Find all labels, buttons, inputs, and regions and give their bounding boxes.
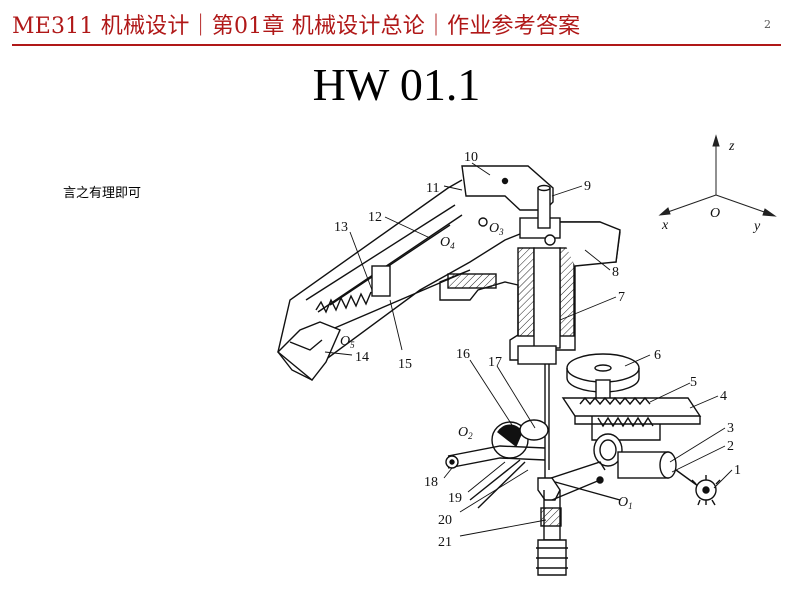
part-label-4: 4 (720, 389, 727, 404)
axis-origin-label: O (710, 206, 720, 221)
page-number: 2 (764, 18, 771, 31)
pivot-labels: O3 O4 O5 O2 O1 (340, 221, 633, 511)
part-label-2: 2 (727, 439, 734, 454)
machine-drawing (276, 165, 721, 576)
part-label-15: 15 (398, 357, 412, 372)
part-label-12: 12 (368, 210, 382, 225)
part-label-8: 8 (612, 265, 619, 280)
pivot-label-o4: O4 (440, 235, 455, 251)
part-label-13: 13 (334, 220, 348, 235)
pivot-label-o3: O3 (489, 221, 504, 237)
pivot-label-o2: O2 (458, 425, 473, 441)
part-label-17: 17 (488, 355, 502, 370)
part-label-18: 18 (424, 475, 438, 490)
part-label-5: 5 (690, 375, 697, 390)
part-label-1: 1 (734, 463, 741, 478)
part-label-10: 10 (464, 150, 478, 165)
header-divider (12, 44, 781, 46)
coordinate-axes (658, 134, 777, 217)
axis-y-label: y (752, 219, 761, 234)
axis-x-label: x (661, 218, 669, 233)
part-label-7: 7 (618, 290, 625, 305)
part-label-9: 9 (584, 179, 591, 194)
part-label-19: 19 (448, 491, 462, 506)
axis-z-label: z (728, 139, 735, 154)
pivot-label-o1: O1 (618, 495, 633, 511)
part-label-11: 11 (426, 181, 439, 196)
part-label-14: 14 (355, 350, 369, 365)
part-label-6: 6 (654, 348, 661, 363)
pivot-label-o5: O5 (340, 334, 355, 350)
answer-note: 言之有理即可 (63, 186, 142, 201)
part-labels: 10 11 9 12 13 8 7 15 14 6 5 4 3 2 1 16 1… (334, 150, 741, 550)
leader-lines (324, 162, 733, 537)
part-label-16: 16 (456, 347, 470, 362)
header-title: ME311 机械设计｜第01章 机械设计总论｜作业参考答案 (12, 14, 581, 39)
part-label-20: 20 (438, 513, 452, 528)
slide-title: HW 01.1 (312, 59, 481, 110)
part-label-21: 21 (438, 535, 452, 550)
part-label-3: 3 (727, 421, 734, 436)
